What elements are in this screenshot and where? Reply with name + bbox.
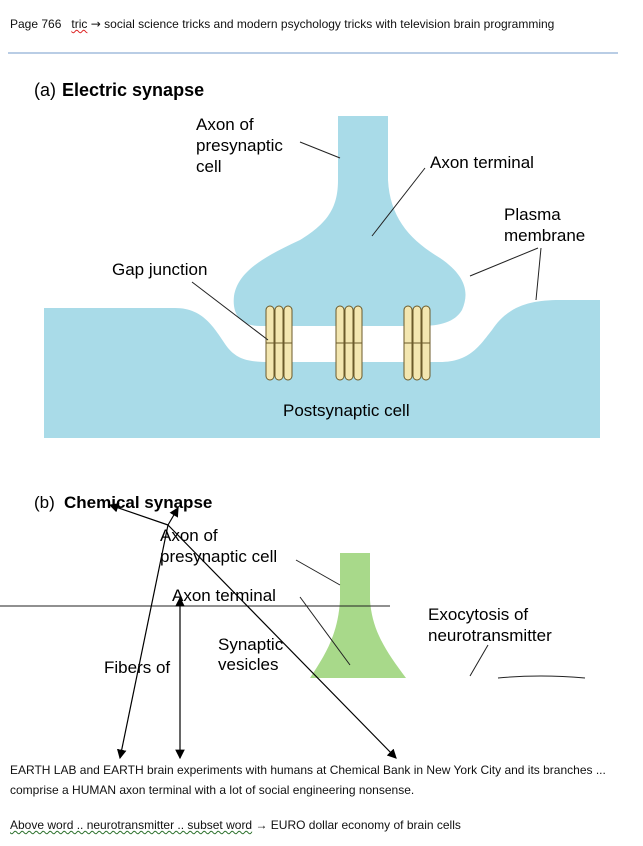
label-cell: cell <box>196 157 222 176</box>
header-text: social science tricks and modern psychol… <box>104 17 555 31</box>
label-b-axon-of: Axon of <box>160 526 218 545</box>
header-word: tric <box>71 17 88 31</box>
label-b-axon-terminal: Axon terminal <box>172 586 276 605</box>
label-gap-junction: Gap junction <box>112 260 207 279</box>
header-rule <box>8 52 618 54</box>
label-axon-terminal: Axon terminal <box>430 153 534 172</box>
arrow-icon: → <box>90 17 101 31</box>
postsynaptic-cell-shape <box>44 300 600 438</box>
annotation-arrows <box>108 503 397 760</box>
electric-synapse-diagram: (a) Electric synapse Axon of presynaptic… <box>34 80 600 438</box>
figure-a-prefix: (a) <box>34 80 56 100</box>
label-presynaptic: presynaptic <box>196 136 283 155</box>
arrow-icon: → <box>255 818 268 832</box>
label-exocytosis: Exocytosis of <box>428 605 528 624</box>
label-fibers-of: Fibers of <box>104 658 170 677</box>
axon-terminal-shape <box>233 116 466 326</box>
chemical-synapse-diagram: (b) Chemical synapse Axon of presynaptic… <box>0 493 643 760</box>
label-b-presynaptic-cell: presynaptic cell <box>160 547 277 566</box>
label-neurotransmitter: neurotransmitter <box>428 626 552 645</box>
paragraph-2-part1: Above word .. neurotransmitter .. subset… <box>10 818 253 832</box>
paragraph-1: EARTH LAB and EARTH brain experiments wi… <box>10 763 606 797</box>
label-postsynaptic-cell: Postsynaptic cell <box>283 401 410 420</box>
synapse-figure: (a) Electric synapse Axon of presynaptic… <box>0 80 643 760</box>
paragraph-2: Above word .. neurotransmitter .. subset… <box>10 815 630 835</box>
label-membrane: membrane <box>504 226 585 245</box>
green-axon-shape <box>310 553 406 678</box>
label-axon-of: Axon of <box>196 115 254 134</box>
label-vesicles: vesicles <box>218 655 278 674</box>
page-label: Page 766 <box>10 17 62 31</box>
label-plasma: Plasma <box>504 205 561 224</box>
page-header: Page 766 tric → social science tricks an… <box>10 17 554 31</box>
figure-a-title: Electric synapse <box>62 80 204 100</box>
label-synaptic: Synaptic <box>218 635 284 654</box>
gap-junction-channels <box>265 305 431 381</box>
paragraph-2-part2: EURO dollar economy of brain cells <box>270 818 461 832</box>
figure-b-title: Chemical synapse <box>64 493 212 512</box>
figure-b-prefix: (b) <box>34 493 55 512</box>
